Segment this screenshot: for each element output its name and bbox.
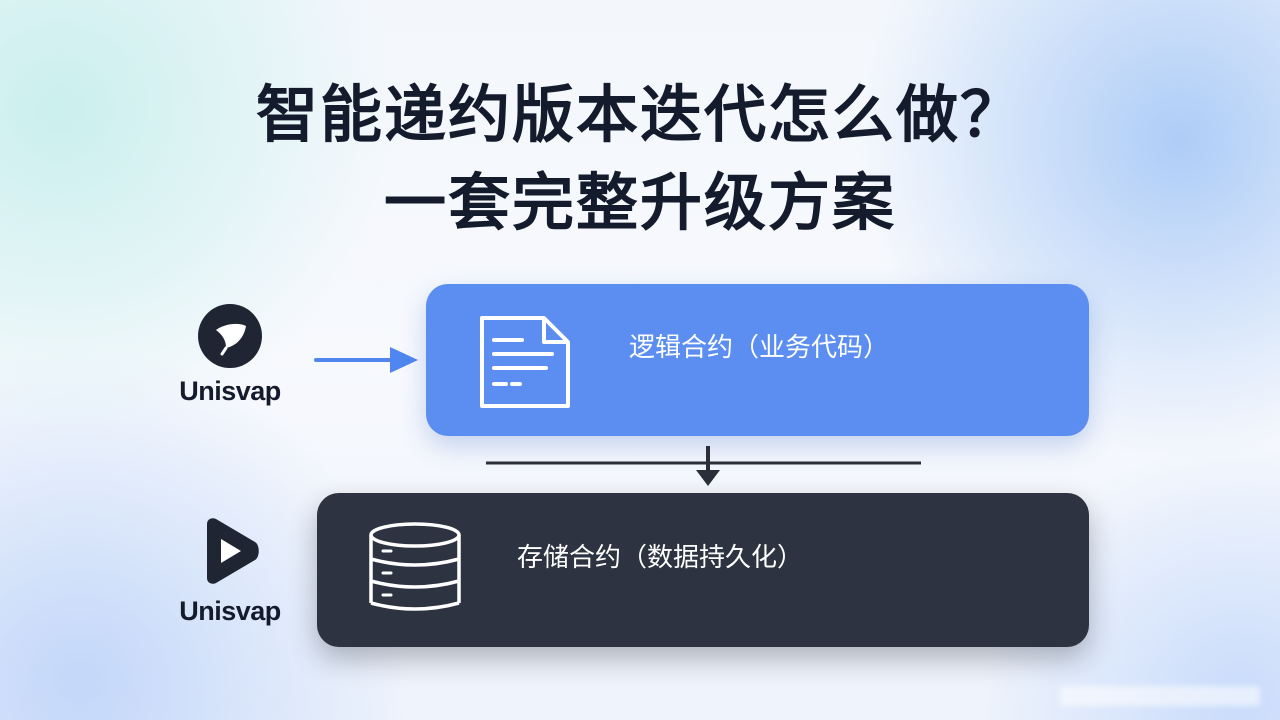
leaf-badge-icon [198,304,262,368]
logic-contract-box: 逻辑合约（业务代码） [426,284,1089,436]
logic-contract-label: 逻辑合约（业务代码） [629,333,890,363]
watermark [1060,686,1260,706]
storage-contract-box: 存储合约（数据持久化） [317,493,1089,647]
page-title-line-1: 智能递约版本迭代怎么做？ [255,78,1024,151]
storage-contract-label: 存储合约（数据持久化） [517,543,804,573]
logo-unisvap-1: Unisvap [155,304,305,407]
logo-name: Unisvap [179,376,281,406]
logo-name: Unisvap [179,596,281,626]
document-icon [480,316,570,408]
logo-unisvap-2: Unisvap [155,516,305,627]
database-icon [369,522,461,611]
play-hexagon-icon [207,518,259,584]
page-title-line-2: 一套完整升级方案 [383,166,896,239]
arrow-right-icon [314,347,418,373]
connector-down-arrow-icon [486,446,921,486]
